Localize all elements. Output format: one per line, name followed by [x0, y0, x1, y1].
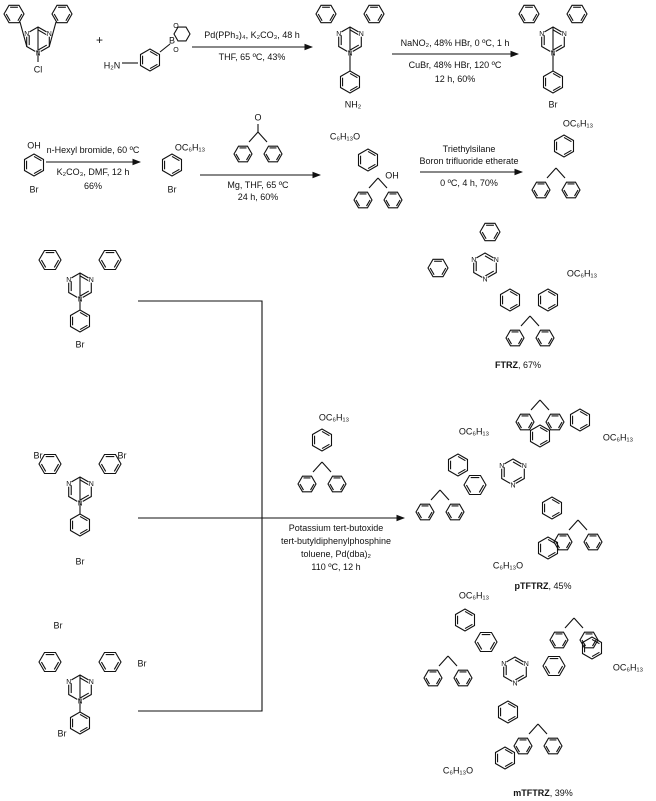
nitrogen-atom: N	[47, 31, 52, 38]
step5-conditions-top1: Triethylsilane	[443, 144, 496, 154]
ptftrz-structure: N N N OC₆H₁₃ OC₆H₁₃ C₆H₁₃O	[415, 399, 634, 570]
bromine-label: Br	[58, 728, 67, 738]
product-yield-mtftrz: , 39%	[550, 788, 573, 798]
amino-label: NH₂	[345, 99, 362, 109]
nitrogen-atom: N	[522, 463, 527, 470]
step4-conditions-bottom2: 24 h, 60%	[238, 192, 279, 202]
product-label-mtftrz: mTFTRZ, 39%	[513, 788, 573, 798]
nitrogen-atom: N	[359, 31, 364, 38]
hydroxyl-label: OH	[27, 140, 41, 150]
step6-conditions-line3: toluene, Pd(dba)₂	[301, 549, 372, 559]
step3-conditions-bottom1: K₂CO₃, DMF, 12 h	[57, 167, 130, 177]
plus-sign: +	[96, 33, 103, 47]
hexyloxy-label: C₆H₁₃O	[493, 560, 523, 570]
product-yield-ftrz: , 67%	[518, 360, 541, 370]
step3-conditions-bottom2: 66%	[84, 181, 102, 191]
hexyloxyphenyl-fluorenol: C₆H₁₃O OH	[330, 131, 403, 209]
hexyloxy-label: C₆H₁₃O	[330, 131, 360, 141]
step6-conditions-line4: 110 ºC, 12 h	[311, 562, 360, 572]
nitrogen-atom: N	[562, 31, 567, 38]
bromine-label: Br	[76, 339, 85, 349]
product-name-ftrz: FTRZ	[495, 360, 518, 370]
nitrogen-atom: N	[66, 679, 71, 686]
step6-conditions-line2: tert-butyldiphenylphosphine	[281, 536, 391, 546]
carbonyl-oxygen-label: O	[254, 112, 261, 122]
step5-conditions-bottom: 0 ºC, 4 h, 70%	[440, 178, 498, 188]
step5-conditions-top2: Boron trifluoride etherate	[419, 156, 518, 166]
product-label-ftrz: FTRZ, 67%	[495, 360, 541, 370]
product-name-mtftrz: mTFTRZ	[513, 788, 550, 798]
nitrogen-atom: N	[510, 482, 515, 489]
product-label-ptftrz: pTFTRZ, 45%	[514, 581, 571, 591]
hexyloxy-label: OC₆H₁₃	[563, 118, 594, 128]
aminophenyl-boronic-ester: H₂N BO O	[104, 23, 191, 72]
amino-label: H₂N	[104, 60, 121, 70]
bromophenol: OH Br	[23, 140, 45, 194]
bromine-label: Br	[549, 99, 558, 109]
chlorine-label: Cl	[34, 64, 43, 74]
hexyloxy-label: OC₆H₁₃	[613, 662, 644, 672]
step2-conditions-bottom2: 12 h, 60%	[435, 74, 476, 84]
nitrogen-atom: N	[24, 31, 29, 38]
hexyloxy-label: OC₆H₁₃	[567, 268, 598, 278]
hexyloxy-label: OC₆H₁₃	[459, 590, 490, 600]
nitrogen-atom: N	[89, 481, 94, 488]
step4-conditions-bottom1: Mg, THF, 65 ºC	[227, 180, 289, 190]
step2-conditions-top: NaNO₂, 48% HBr, 0 ºC, 1 h	[401, 38, 510, 48]
nitrogen-atom: N	[512, 680, 517, 687]
nitrogen-atom: N	[66, 481, 71, 488]
hexyloxy-label: OC₆H₁₃	[603, 432, 634, 442]
product-name-ptftrz: pTFTRZ	[514, 581, 548, 591]
product-yield-ptftrz: , 45%	[548, 581, 571, 591]
nitrogen-atom: N	[482, 276, 487, 283]
nitrogen-atom: N	[524, 661, 529, 668]
nitrogen-atom: N	[501, 661, 506, 668]
hexyloxy-label: C₆H₁₃O	[443, 765, 473, 775]
nitrogen-atom: N	[89, 277, 94, 284]
nitrogen-atom: N	[539, 31, 544, 38]
bromine-label: Br	[118, 450, 127, 460]
hydroxyl-label: OH	[385, 170, 399, 180]
step1-conditions-top: Pd(PPh₃)₄, K₂CO₃, 48 h	[204, 30, 300, 40]
mtftrz-structure: N N N OC₆H₁₃ OC₆H₁₃ C₆H₁₃O	[423, 590, 644, 775]
step3-conditions-top: n-Hexyl bromide, 60 ºC	[47, 145, 140, 155]
bromine-label: Br	[34, 450, 43, 460]
step6-conditions-line1: Potassium tert-butoxide	[289, 523, 384, 533]
nitrogen-atom: N	[336, 31, 341, 38]
nitrogen-atom: N	[66, 277, 71, 284]
bromine-label: Br	[138, 658, 147, 668]
bromine-label: Br	[54, 620, 63, 630]
nitrogen-atom: N	[494, 257, 499, 264]
hexyloxyphenyl-fluorene: OC₆H₁₃	[531, 118, 594, 199]
reactant-connector-lines	[138, 300, 263, 712]
oxygen-label: O	[173, 23, 179, 30]
oxygen-label: O	[173, 47, 179, 54]
hexyloxy-label: OC₆H₁₃	[319, 412, 350, 422]
fluorenone: O	[233, 112, 283, 163]
bromine-label: Br	[30, 184, 39, 194]
nitrogen-atom: N	[89, 679, 94, 686]
bromine-label: Br	[76, 556, 85, 566]
ftrz-structure: N N N OC₆H₁₃	[427, 222, 598, 347]
hexyloxy-bromobenzene: OC₆H₁₃ Br	[161, 142, 206, 194]
step2-conditions-bottom1: CuBr, 48% HBr, 120 ºC	[409, 60, 502, 70]
nitrogen-atom: N	[471, 257, 476, 264]
step1-conditions-bottom: THF, 65 ºC, 43%	[219, 52, 286, 62]
hexyloxyphenyl-fluorene-reagent: OC₆H₁₃	[297, 412, 350, 493]
nitrogen-atom: N	[499, 463, 504, 470]
bromine-label: Br	[168, 184, 177, 194]
hexyloxy-label: OC₆H₁₃	[175, 142, 206, 152]
hexyloxy-label: OC₆H₁₃	[459, 426, 490, 436]
boron-label: B	[169, 35, 175, 45]
